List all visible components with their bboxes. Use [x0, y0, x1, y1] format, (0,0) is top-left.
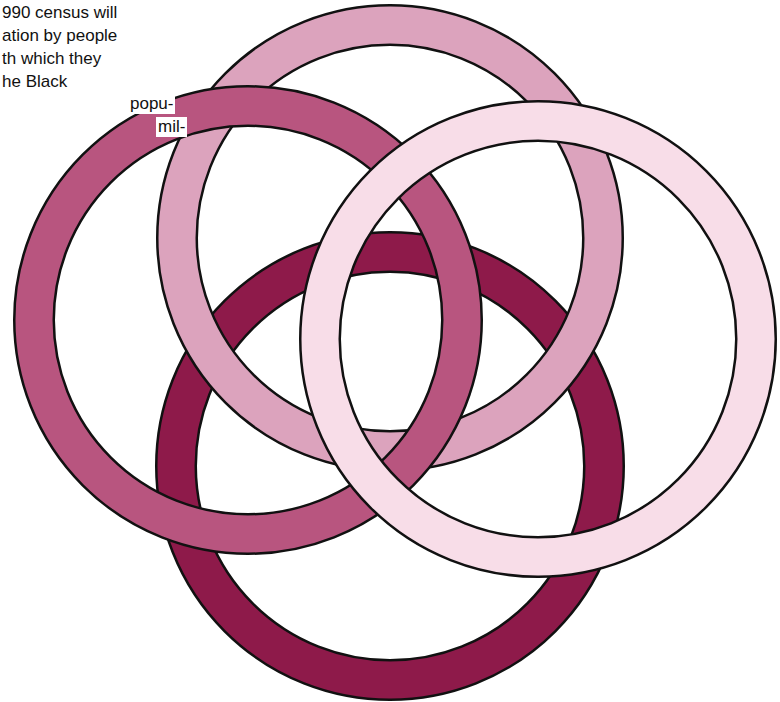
text-fragment: ation by people: [0, 26, 119, 46]
text-fragment: mil-: [156, 117, 187, 137]
text-fragment: th which they: [0, 49, 103, 69]
right-ring: [320, 121, 756, 557]
text-fragment: popu-: [128, 94, 175, 114]
text-fragment: he Black: [0, 72, 69, 92]
text-fragment: 990 census will: [0, 3, 119, 23]
